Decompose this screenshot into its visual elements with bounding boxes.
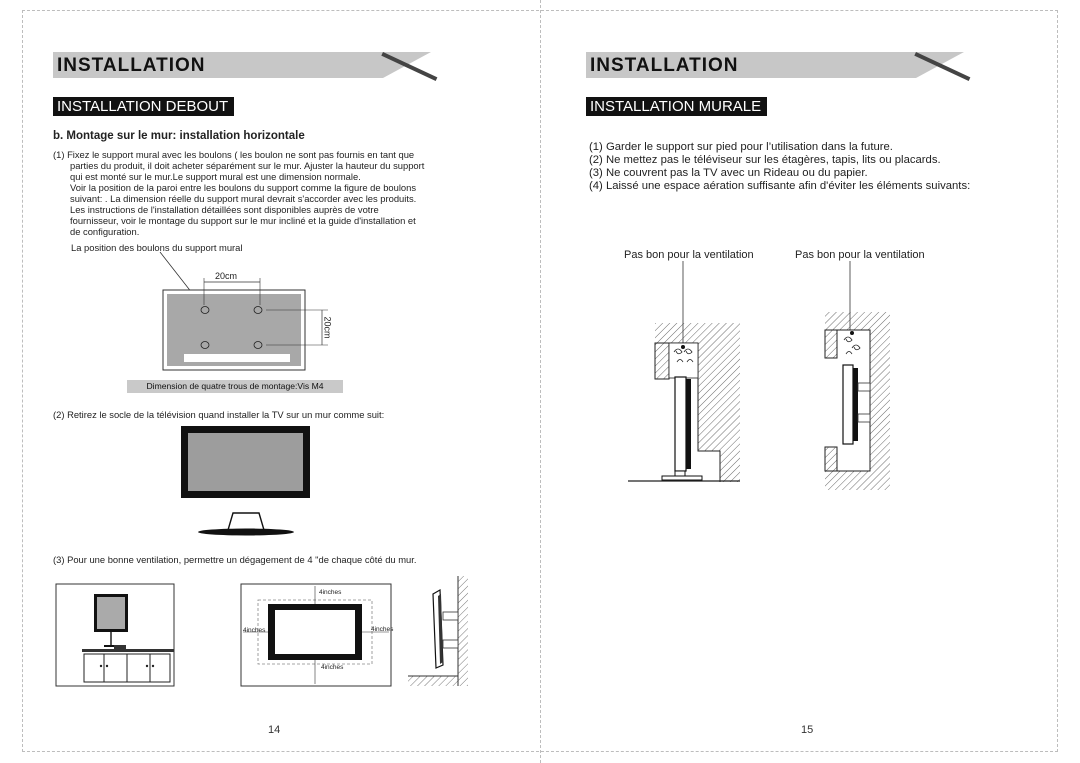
list-item: (3) Ne couvrent pas la TV avec un Rideau…	[589, 167, 868, 179]
page-fold	[540, 0, 541, 763]
ventilation-warning-diagrams	[628, 261, 890, 490]
dim-horizontal-label: 20cm	[215, 271, 238, 281]
clearance-right-label: 4inches	[371, 626, 394, 633]
bolt-position-label: La position des boulons du support mural	[71, 242, 243, 253]
page-left: INSTALLATION INSTALLATION DEBOUT b. Mont…	[53, 52, 468, 736]
list-item: (4) Laissé une espace aération suffisant…	[589, 180, 971, 192]
page-right: INSTALLATION INSTALLATION MURALE (1) Gar…	[540, 0, 1080, 763]
page-number: 15	[801, 724, 814, 736]
tv-illustration	[181, 426, 310, 536]
clearance-bottom-label: 4inches	[321, 664, 344, 671]
clearance-scene	[240, 583, 392, 687]
list-item: (1) Garder le support sur pied pour l’ut…	[589, 141, 893, 153]
mounting-caption: Dimension de quatre trous de montage:Vis…	[127, 380, 343, 393]
list-item: (2) Ne mettez pas le téléviseur sur les …	[589, 154, 941, 166]
bolt-diagram	[159, 251, 328, 371]
alcove-stand-scene	[628, 261, 740, 482]
side-wall-scene	[408, 576, 468, 686]
header-title: INSTALLATION	[57, 55, 206, 76]
header-title: INSTALLATION	[590, 55, 739, 76]
cabinet-scene	[55, 583, 175, 687]
step2-text: (2) Retirez le socle de la télévision qu…	[53, 409, 385, 420]
section-subheader: INSTALLATION MURALE	[586, 97, 768, 116]
clearance-left-label: 4inches	[243, 627, 266, 634]
section-subheader: INSTALLATION DEBOUT	[53, 97, 235, 116]
step3-text: (3) Pour une bonne ventilation, permettr…	[53, 554, 417, 565]
ventilation-label-right: Pas bon pour la ventilation	[795, 249, 925, 261]
page-number: 14	[268, 724, 281, 736]
section-heading: b. Montage sur le mur: installation hori…	[53, 130, 305, 142]
alcove-wall-scene	[824, 261, 890, 490]
ventilation-label-left: Pas bon pour la ventilation	[624, 249, 754, 261]
ventilation-diagrams	[55, 576, 468, 687]
clearance-top-label: 4inches	[319, 589, 342, 596]
